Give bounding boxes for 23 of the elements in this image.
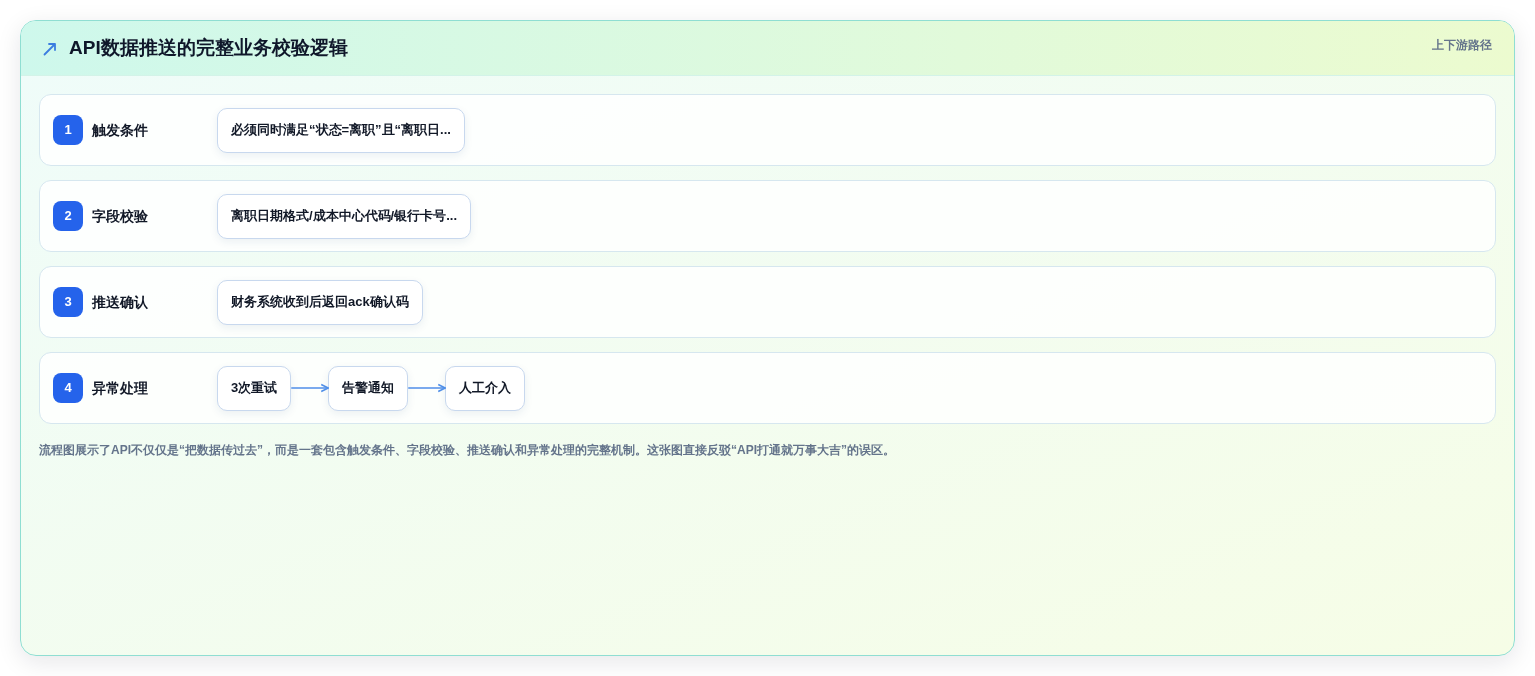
detail-pill: 告警通知 xyxy=(328,365,409,411)
step-row xyxy=(39,352,1496,424)
step-title: 异常处理 xyxy=(92,378,148,398)
step-number: 4 xyxy=(53,373,83,403)
step-title: 推送确认 xyxy=(92,292,148,312)
diagram-title: API数据推送的完整业务校验逻辑 xyxy=(69,36,348,61)
step-number: 2 xyxy=(53,201,83,231)
detail-pill: 人工介入 xyxy=(445,365,526,411)
header-label: 上下游路径 xyxy=(1432,37,1492,54)
step-number: 1 xyxy=(53,115,83,145)
detail-pill: 3次重试 xyxy=(217,365,292,411)
step-title: 字段校验 xyxy=(92,206,148,226)
step-number: 3 xyxy=(53,287,83,317)
caption-text: 流程图展示了API不仅仅是“把数据传过去”，而是一套包含触发条件、字段校验、推送确认和异常处理的完整机制。这张图直接反驳“API打通就万事大吉”的误区。 xyxy=(39,442,896,459)
detail-pill: 财务系统收到后返回ack确认码 xyxy=(217,279,423,325)
detail-pill: 必须同时满足“状态=离职”且“离职日... xyxy=(217,107,465,153)
step-row xyxy=(39,94,1496,166)
detail-pill: 离职日期格式/成本中心代码/银行卡号... xyxy=(217,193,472,239)
step-row xyxy=(39,180,1496,252)
step-row xyxy=(39,266,1496,338)
step-title: 触发条件 xyxy=(92,120,148,140)
arrow xyxy=(407,383,446,393)
arrow xyxy=(290,383,329,393)
